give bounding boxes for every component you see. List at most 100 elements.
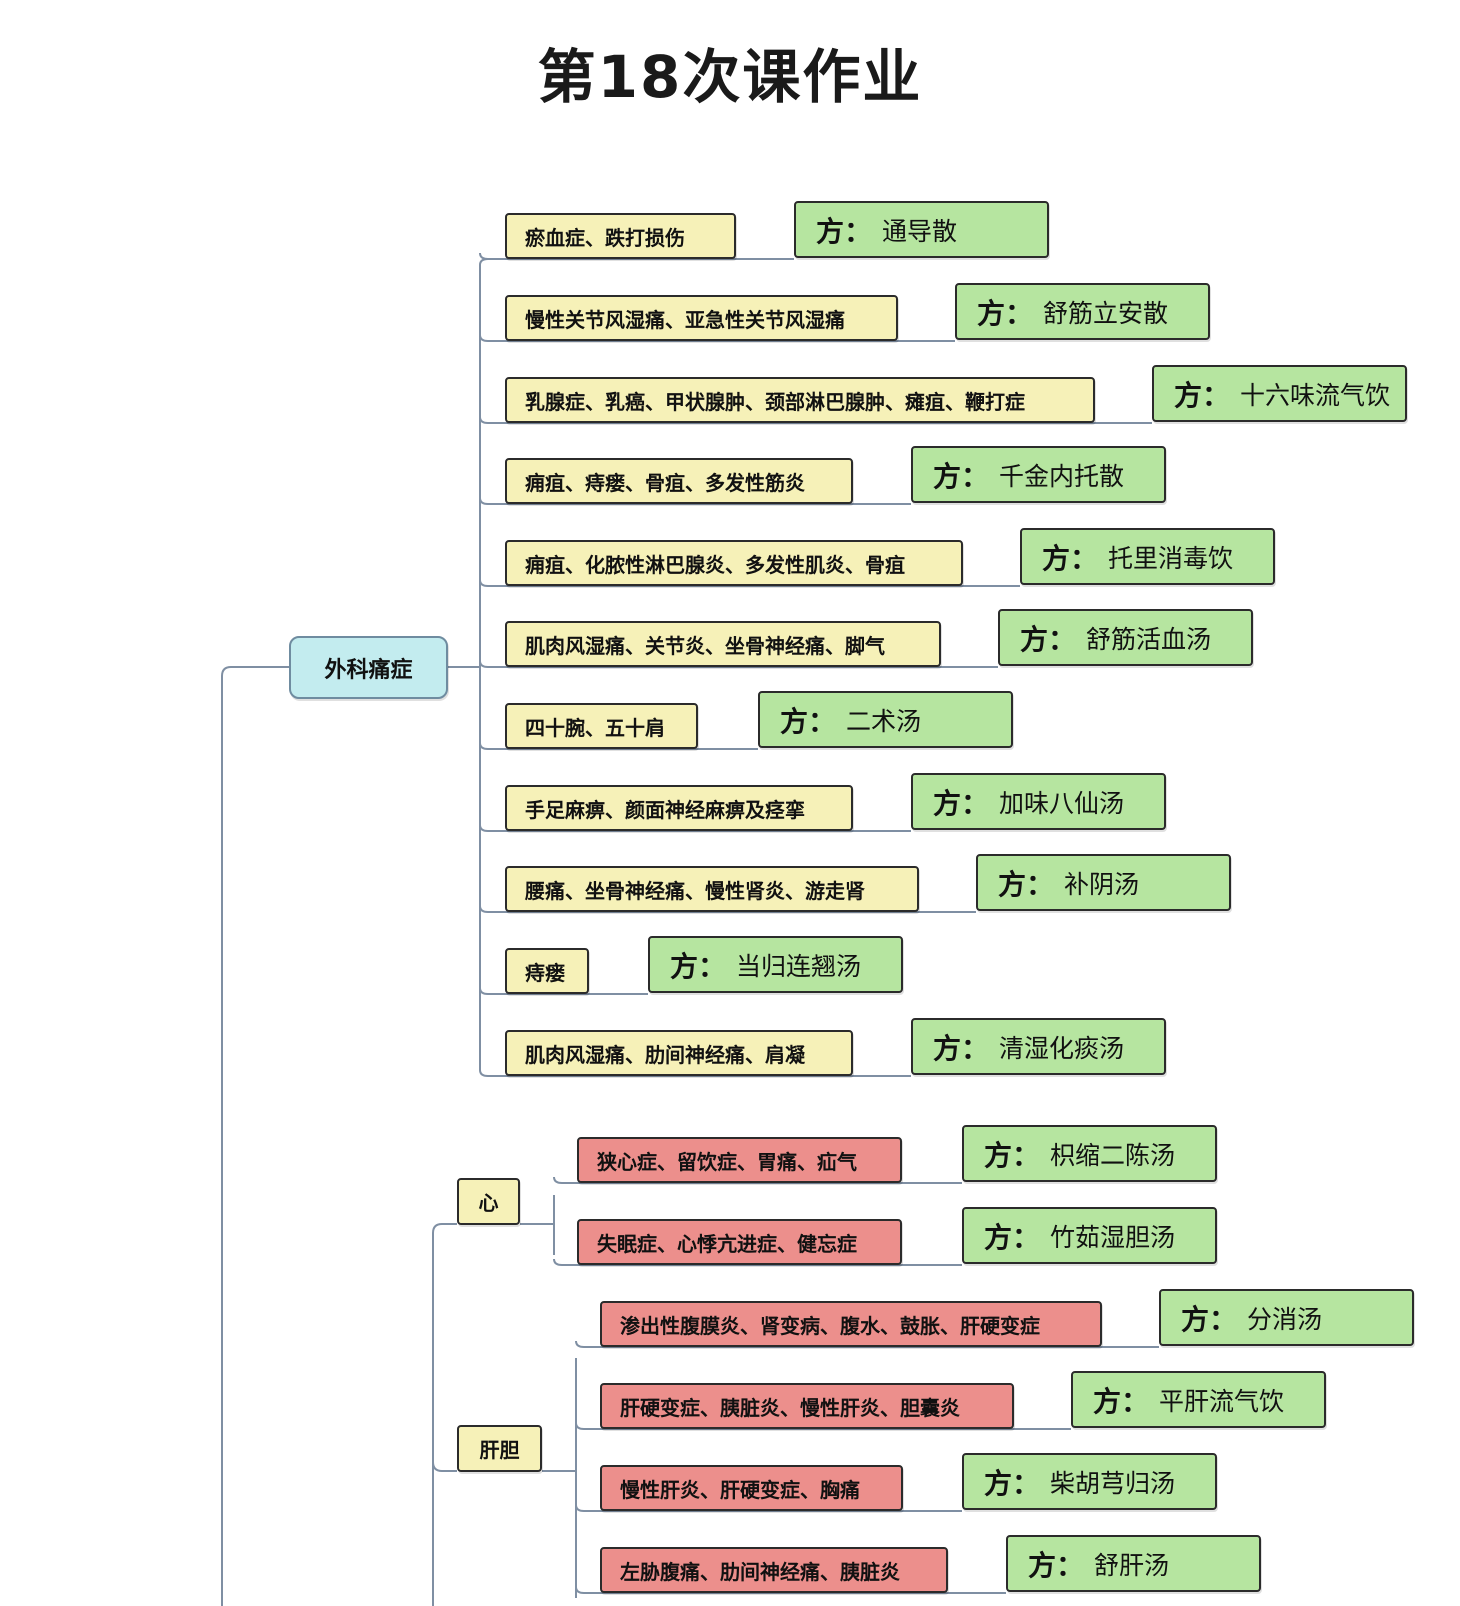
category-liver[interactable]: 肝胆: [457, 1425, 542, 1472]
branch-line: [479, 497, 911, 505]
condition-node-label: 肌肉风湿痛、肋间神经痛、肩凝: [525, 1042, 805, 1067]
liver-branch: [432, 1461, 457, 1472]
branch-line: [553, 1176, 962, 1184]
formula-name: 千金内托散: [999, 461, 1125, 491]
category-heart[interactable]: 心: [457, 1178, 520, 1225]
formula-name: 托里消毒饮: [1108, 543, 1234, 573]
formula-node[interactable]: 方：枳缩二陈汤: [962, 1125, 1217, 1182]
condition-node-label: 失眠症、心悸亢进症、健忘症: [597, 1231, 857, 1256]
formula-prefix: 方：: [1181, 1302, 1238, 1336]
formula-name: 清湿化痰汤: [999, 1033, 1125, 1063]
formula-node[interactable]: 方： 竹茹湿胆汤: [962, 1207, 1217, 1264]
condition-node-label: 痈疽、痔瘘、骨疽、多发性筋炎: [525, 470, 805, 495]
condition-node-label: 慢性关节风湿痛、亚急性关节风湿痛: [525, 307, 845, 332]
condition-node[interactable]: 手足麻痹、颜面神经麻痹及痉挛: [505, 785, 853, 831]
formula-node[interactable]: 方：舒筋立安散: [955, 283, 1210, 340]
formula-node[interactable]: 方： 二术汤: [758, 691, 1013, 748]
formula-name: 舒筋活血汤: [1086, 624, 1212, 654]
condition-node[interactable]: 痔瘘: [505, 948, 589, 994]
formula-name: 平肝流气饮: [1159, 1386, 1285, 1416]
formula-node[interactable]: 方： 平肝流气饮: [1071, 1371, 1326, 1428]
formula-name: 柴胡芎归汤: [1050, 1468, 1176, 1498]
formula-prefix: 方：: [780, 704, 837, 738]
branch-line: [479, 334, 955, 342]
condition-node[interactable]: 腰痛、坐骨神经痛、慢性肾炎、游走肾: [505, 866, 919, 912]
formula-node[interactable]: 方： 当归连翘汤: [648, 936, 903, 993]
formula-name: 二术汤: [846, 706, 922, 736]
formula-prefix: 方：: [1042, 541, 1099, 575]
condition-node[interactable]: 慢性关节风湿痛、亚急性关节风湿痛: [505, 295, 898, 341]
formula-node[interactable]: 方：分消汤: [1159, 1289, 1414, 1346]
formula-name: 当归连翘汤: [736, 951, 862, 981]
condition-node[interactable]: 狭心症、留饮症、胃痛、疝气: [577, 1137, 902, 1183]
condition-node[interactable]: 肝硬变症、胰脏炎、慢性肝炎、胆囊炎: [600, 1383, 1014, 1429]
branch-line: [553, 1258, 962, 1266]
formula-prefix: 方：: [933, 786, 990, 820]
branch-line: [575, 1422, 1071, 1430]
formula-prefix: 方：: [670, 949, 727, 983]
formula-node[interactable]: 方： 清湿化痰汤: [911, 1018, 1166, 1075]
formula-prefix: 方：: [984, 1466, 1041, 1500]
condition-node[interactable]: 肌肉风湿痛、肋间神经痛、肩凝: [505, 1030, 853, 1076]
formula-node[interactable]: 方： 舒肝汤: [1006, 1535, 1261, 1592]
formula-node[interactable]: 方： 加味八仙汤: [911, 773, 1166, 830]
formula-node[interactable]: 方： 千金内托散: [911, 446, 1166, 503]
formula-node[interactable]: 方： 托里消毒饮: [1020, 528, 1275, 585]
condition-node[interactable]: 左胁腹痛、肋间神经痛、胰脏炎: [600, 1547, 948, 1593]
condition-node-label: 狭心症、留饮症、胃痛、疝气: [597, 1149, 857, 1174]
branch-line: [479, 905, 976, 913]
condition-node-label: 乳腺症、乳癌、甲状腺肿、颈部淋巴腺肿、瘫疽、鞭打症: [525, 389, 1025, 414]
branch-line: [479, 987, 648, 995]
condition-node-label: 痔瘘: [525, 960, 565, 985]
branch-line: [575, 1340, 1159, 1348]
branch-line: [479, 1069, 911, 1077]
formula-prefix: 方：: [1093, 1384, 1150, 1418]
formula-node[interactable]: 方： 舒筋活血汤: [998, 609, 1253, 666]
formula-prefix: 方：: [1020, 622, 1077, 656]
formula-node[interactable]: 方： 通导散: [794, 201, 1049, 258]
condition-node-label: 渗出性腹膜炎、肾变病、腹水、鼓胀、肝硬变症: [620, 1313, 1040, 1338]
formula-name: 舒筋立安散: [1043, 298, 1169, 328]
formula-name: 通导散: [882, 216, 958, 246]
root-node[interactable]: 外科痛症: [289, 636, 448, 699]
condition-node[interactable]: 失眠症、心悸亢进症、健忘症: [577, 1219, 902, 1265]
condition-node[interactable]: 肌肉风湿痛、关节炎、坐骨神经痛、脚气: [505, 621, 941, 667]
condition-node[interactable]: 瘀血症、跌打损伤: [505, 213, 736, 259]
condition-node[interactable]: 痈疽、痔瘘、骨疽、多发性筋炎: [505, 458, 853, 504]
condition-node[interactable]: 痈疽、化脓性淋巴腺炎、多发性肌炎、骨疽: [505, 540, 963, 586]
condition-node-label: 手足麻痹、颜面神经麻痹及痉挛: [525, 797, 805, 822]
condition-node-label: 慢性肝炎、肝硬变症、胸痛: [620, 1477, 860, 1502]
formula-name: 舒肝汤: [1094, 1550, 1170, 1580]
branch-line: [479, 742, 758, 750]
page-title: 第18次课作业: [537, 43, 923, 111]
category-liver-label: 肝胆: [479, 1438, 520, 1462]
internal-trunk: [432, 1223, 457, 1606]
formula-node[interactable]: 方：补阴汤: [976, 854, 1231, 911]
formula-prefix: 方：: [816, 214, 873, 248]
condition-node-label: 肝硬变症、胰脏炎、慢性肝炎、胆囊炎: [620, 1395, 960, 1420]
category-heart-label: 心: [478, 1191, 499, 1215]
formula-name: 补阴汤: [1064, 869, 1140, 899]
formula-name: 十六味流气饮: [1240, 380, 1391, 410]
condition-node[interactable]: 渗出性腹膜炎、肾变病、腹水、鼓胀、肝硬变症: [600, 1301, 1102, 1347]
branch-line: [575, 1586, 1006, 1594]
formula-node[interactable]: 方： 柴胡芎归汤: [962, 1453, 1217, 1510]
formula-prefix: 方：: [984, 1220, 1041, 1254]
formula-prefix: 方：: [1028, 1548, 1085, 1582]
condition-node-label: 四十腕、五十肩: [525, 715, 665, 740]
formula-prefix: 方：: [933, 1031, 990, 1065]
condition-node-label: 痈疽、化脓性淋巴腺炎、多发性肌炎、骨疽: [525, 552, 905, 577]
formula-node[interactable]: 方：十六味流气饮: [1152, 365, 1407, 422]
branch-line: [575, 1504, 962, 1512]
formula-name: 竹茹湿胆汤: [1050, 1222, 1176, 1252]
branch-line: [479, 824, 911, 832]
condition-node-label: 肌肉风湿痛、关节炎、坐骨神经痛、脚气: [525, 633, 885, 658]
condition-node[interactable]: 四十腕、五十肩: [505, 703, 698, 749]
formula-name: 加味八仙汤: [999, 788, 1125, 818]
branch-line: [479, 579, 1020, 587]
condition-node-label: 腰痛、坐骨神经痛、慢性肾炎、游走肾: [525, 878, 865, 903]
condition-node[interactable]: 慢性肝炎、肝硬变症、胸痛: [600, 1465, 903, 1511]
condition-node[interactable]: 乳腺症、乳癌、甲状腺肿、颈部淋巴腺肿、瘫疽、鞭打症: [505, 377, 1095, 423]
formula-prefix: 方：: [933, 459, 990, 493]
